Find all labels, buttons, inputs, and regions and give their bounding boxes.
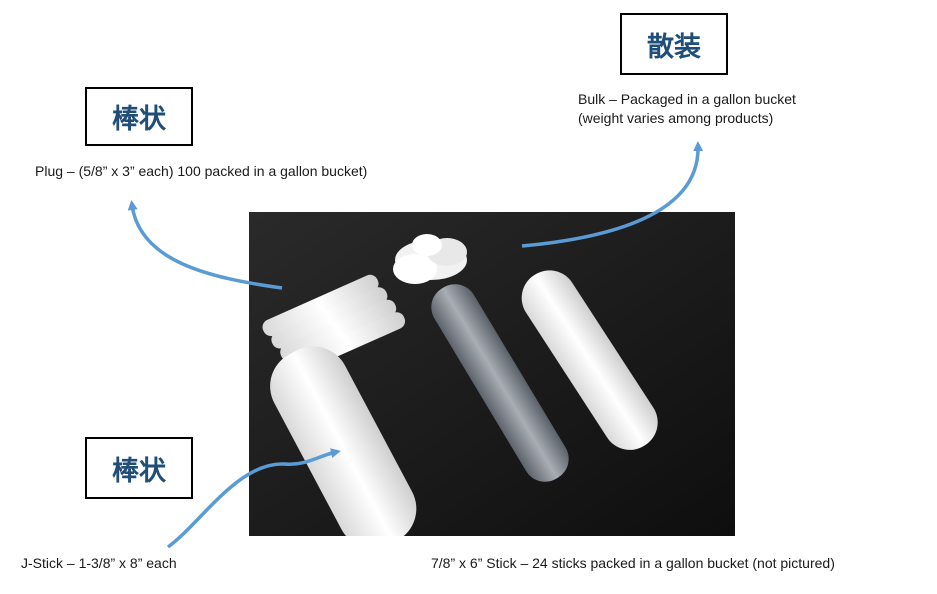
stick-caption: 7/8” x 6” Stick – 24 sticks packed in a … <box>431 555 835 571</box>
product-photo <box>249 212 735 536</box>
white-stick <box>521 270 658 450</box>
plug-tag: 棒状 <box>85 87 193 146</box>
bulk-fiber <box>393 234 467 284</box>
bulk-caption: Bulk – Packaged in a gallon bucket (weig… <box>578 90 796 128</box>
bulk-caption-line2: (weight varies among products) <box>578 110 774 126</box>
grey-stick <box>431 284 569 482</box>
jstick-caption: J-Stick – 1-3/8” x 8” each <box>21 555 177 571</box>
bulk-caption-line1: Bulk – Packaged in a gallon bucket <box>578 91 796 107</box>
jstick-tag: 棒状 <box>85 437 193 499</box>
bulk-tag: 散装 <box>620 13 728 75</box>
j-stick <box>270 346 417 536</box>
plug-caption: Plug – (5/8” x 3” each) 100 packed in a … <box>35 163 368 179</box>
